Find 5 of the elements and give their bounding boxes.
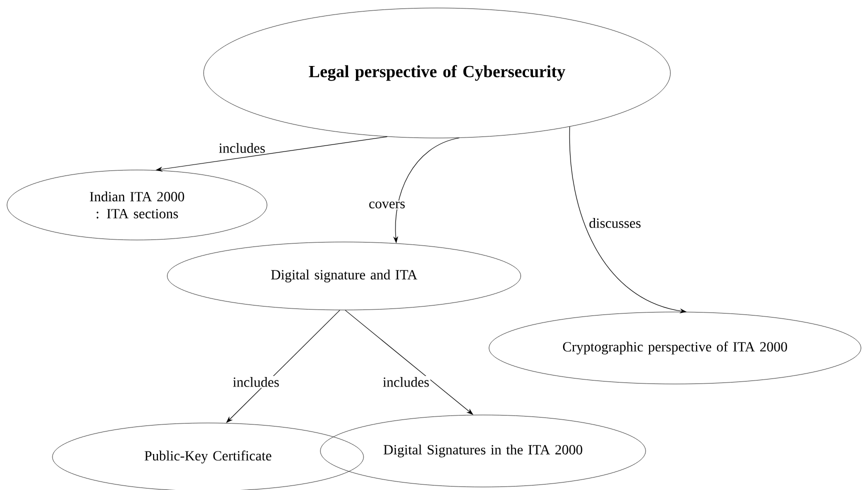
edge-label: includes: [232, 376, 280, 388]
edge-label: includes: [218, 142, 266, 154]
edge-label: discusses: [588, 217, 642, 229]
edge-label: covers: [368, 200, 406, 210]
edge-label: includes: [382, 376, 430, 388]
